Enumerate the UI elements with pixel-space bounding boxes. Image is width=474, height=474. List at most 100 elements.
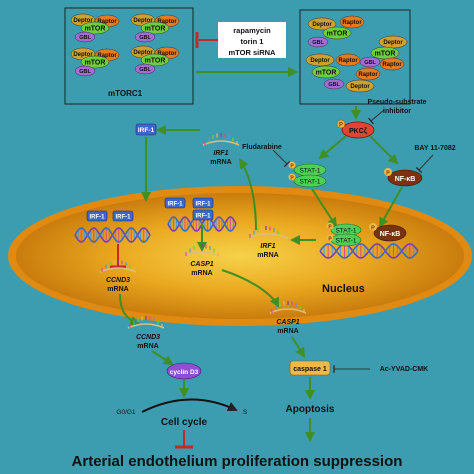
stat1-dna-phospho-marker-a <box>326 222 334 230</box>
nfkb-cytoplasm <box>387 169 423 187</box>
irf1-mrna-cyto-gene: IRF1 <box>213 150 228 157</box>
irf1-mrna-nuclear-ticks <box>249 226 283 238</box>
stat1-dna-phospho-marker-b <box>326 234 334 242</box>
irf1-mrna-cyto-label: mRNA <box>210 159 231 166</box>
nfkb-dna-label: NF-κB <box>380 231 401 238</box>
free-deptor-8: Deptor <box>305 53 335 67</box>
nucleus <box>8 186 472 326</box>
free-deptor-4: Deptor <box>378 35 408 49</box>
mtor-1: mTOR <box>140 21 170 35</box>
irf1-dna-mid-c-label: IRF-1 <box>196 214 212 220</box>
deptor-2-label: Deptor <box>73 52 93 58</box>
free-mtor-10: mTOR <box>311 65 341 79</box>
free-mtor-5: mTOR <box>370 46 400 60</box>
gbl-1: GBL <box>134 31 156 43</box>
gbl-3-label: GBL <box>139 67 151 73</box>
casp1-mrna-nuclear-ticks <box>185 244 219 256</box>
irf1-dna-left-a-label: IRF-1 <box>90 215 106 221</box>
stat1-phospho-marker-a <box>288 161 296 169</box>
raptor-0-label: Raptor <box>97 19 117 25</box>
free-gbl-3: GBL <box>307 36 329 48</box>
pkc-inhibitor-line2: inhibitor <box>383 108 411 115</box>
deptor-0-label: Deptor <box>73 18 93 24</box>
inhibitor-sirna: mTOR siRNA <box>229 48 277 57</box>
nfkb-phospho-marker <box>384 168 392 176</box>
cyclin-d3 <box>166 362 202 380</box>
dna-left <box>74 227 151 243</box>
stat-inhibitor-label: Fludarabine <box>242 144 282 151</box>
irf1-mrna-cyto-ticks <box>204 133 238 145</box>
irf1-dna-left-b <box>112 210 134 222</box>
arrow-pkc-nfkb <box>369 135 399 165</box>
irf1-protein-cyto-label: IRF-1 <box>138 127 155 134</box>
raptor-1-label: Raptor <box>157 19 177 25</box>
pkc-zeta <box>341 121 375 139</box>
mtor-0-label: mTOR <box>85 25 106 32</box>
free-raptor-9-label: Raptor <box>338 58 358 64</box>
irf1-dna-mid-c <box>192 209 214 221</box>
gbl-3: GBL <box>134 63 156 75</box>
pkc-inhibitor-line1: Pseudo-substrate <box>367 99 426 106</box>
nfkb-dna-phospho-marker <box>369 223 377 231</box>
free-raptor-1-label: Raptor <box>342 20 362 26</box>
mtor-2: mTOR <box>80 55 110 69</box>
irf1-dna-mid-b <box>192 197 214 209</box>
pkc-phospho-label: P <box>339 123 343 129</box>
stat1-dna-phospho-a: P <box>328 224 332 230</box>
stat1-dna-label-b: STAT-1 <box>335 238 356 245</box>
free-gbl-6-label: GBL <box>364 60 376 66</box>
nfkb-label: NF-κB <box>395 176 416 183</box>
raptor-2-label: Raptor <box>97 53 117 59</box>
arrow-irf1-export <box>238 158 257 231</box>
stat1-label-b: STAT-1 <box>299 179 320 186</box>
ccnd3-mrna-cyto-strand <box>127 323 165 329</box>
free-mtor-5-label: mTOR <box>375 50 396 57</box>
free-deptor-0-label: Deptor <box>312 22 332 28</box>
irf1-mrna-cyto-strand <box>202 140 240 146</box>
free-mtor-2: mTOR <box>322 26 352 40</box>
disassembled-box <box>299 9 411 105</box>
stat1-dna-phospho-b: P <box>328 236 332 242</box>
ccnd3-nuclear-mrna: mRNA <box>107 286 128 293</box>
ccnd3-nuclear-gene: CCND3 <box>106 277 130 284</box>
gbl-2-label: GBL <box>79 69 91 75</box>
stat1-dna-label-a: STAT-1 <box>335 228 356 235</box>
arrow-ccnd3-export <box>119 293 140 326</box>
ccnd3-mrna-nuclear-strand <box>99 267 137 273</box>
casp1-cyto-mrna: mRNA <box>277 328 298 335</box>
arrow-ccnd3-translation <box>151 350 174 366</box>
stat1-phospho-marker-b <box>288 173 296 181</box>
ccnd3-mrna-nuclear-ticks <box>101 260 135 272</box>
pkc-phospho-marker <box>336 119 346 129</box>
inhibition-nfkb <box>415 154 434 174</box>
cell-cycle-progression-arrow <box>141 398 238 413</box>
free-raptor-11: Raptor <box>355 67 381 81</box>
arrow-stat-nucleus <box>311 188 338 228</box>
stat1-label-a: STAT-1 <box>299 168 320 175</box>
free-raptor-7: Raptor <box>379 57 405 71</box>
stat1-phospho-b: P <box>290 175 294 181</box>
ccnd3-cyto-mrna: mRNA <box>137 343 158 350</box>
nucleus-label: Nucleus <box>322 283 365 295</box>
arrow-casp1-export <box>221 269 279 308</box>
cell-cycle-start: G0/G1 <box>116 409 136 416</box>
mtor-3: mTOR <box>140 53 170 67</box>
mtorc1-label: mTORC1 <box>108 89 143 98</box>
nfkb-inhibitor-label: BAY 11-7082 <box>414 145 455 152</box>
stat1-phospho-a: P <box>290 163 294 169</box>
footer-title: Arterial endothelium proliferation suppr… <box>72 453 403 470</box>
free-gbl-12: GBL <box>323 78 345 90</box>
free-mtor-2-label: mTOR <box>327 30 348 37</box>
free-gbl-12-label: GBL <box>328 82 340 88</box>
deptor-1-label: Deptor <box>133 18 153 24</box>
free-deptor-13-label: Deptor <box>350 84 370 90</box>
casp1-nuclear-gene: CASP1 <box>190 261 213 268</box>
irf1-mrna-nuclear-label: mRNA <box>257 252 278 259</box>
free-raptor-1: Raptor <box>339 15 365 29</box>
mtor-1-label: mTOR <box>145 25 166 32</box>
pkc-label: PKCζ <box>349 128 368 135</box>
mtor-3-label: mTOR <box>145 57 166 64</box>
